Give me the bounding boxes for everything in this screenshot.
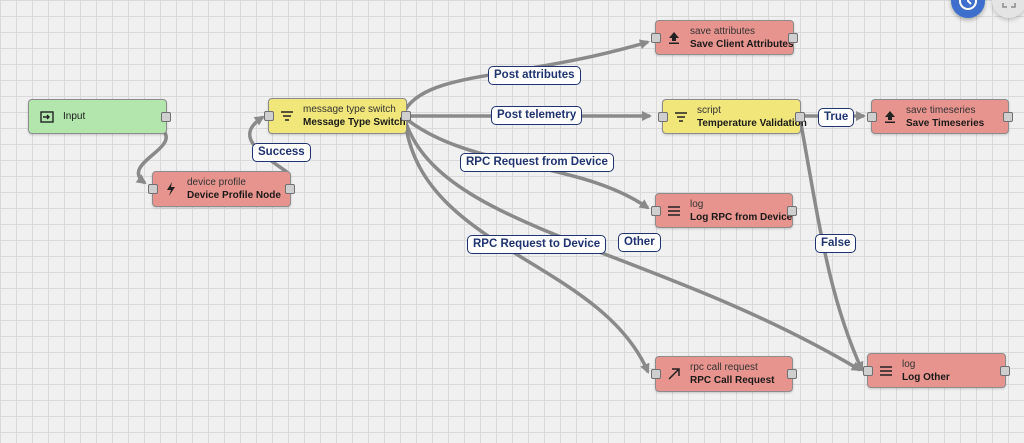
switch-in-port[interactable] bbox=[264, 111, 274, 121]
log-other-out-port[interactable] bbox=[1000, 365, 1010, 376]
script-type: script bbox=[697, 104, 721, 116]
edge-script-to-log-other bbox=[798, 117, 864, 372]
edge-label-false[interactable]: False bbox=[815, 234, 857, 253]
script-name: Temperature Validation bbox=[697, 117, 807, 129]
log-rpc-in-port[interactable] bbox=[651, 205, 661, 216]
script-node[interactable]: script Temperature Validation bbox=[658, 99, 807, 134]
log-other-in-port[interactable] bbox=[863, 365, 873, 376]
history-button[interactable] bbox=[951, 0, 985, 18]
switch-name: Message Type Switch bbox=[303, 117, 406, 128]
menu-icon bbox=[666, 203, 682, 219]
input-icon bbox=[39, 109, 55, 125]
device-profile-node[interactable]: device profile Device Profile Node bbox=[148, 171, 295, 207]
save-attributes-type: save attributes bbox=[690, 25, 756, 37]
filter-icon bbox=[673, 109, 689, 125]
flash-icon bbox=[163, 181, 179, 197]
edge-label-post-telemetry[interactable]: Post telemetry bbox=[491, 106, 583, 125]
save-timeseries-out-port[interactable] bbox=[1003, 111, 1013, 122]
log-other-type: log bbox=[902, 358, 916, 370]
save-attributes-out-port[interactable] bbox=[788, 32, 798, 43]
save-attributes-in-port[interactable] bbox=[651, 32, 661, 43]
input-node[interactable]: Input bbox=[28, 99, 171, 134]
edge-input-to-device-profile bbox=[135, 132, 168, 185]
save-timeseries-type: save timeseries bbox=[906, 104, 976, 116]
save-timeseries-name: Save Timeseries bbox=[906, 117, 985, 129]
device-profile-name: Device Profile Node bbox=[187, 190, 281, 201]
device-profile-out-port[interactable] bbox=[285, 184, 295, 194]
upload-icon bbox=[882, 109, 898, 125]
upload-icon bbox=[666, 30, 682, 46]
save-timeseries-node[interactable]: save timeseries Save Timeseries bbox=[867, 99, 1013, 134]
menu-icon bbox=[878, 363, 894, 379]
rpc-call-type: rpc call request bbox=[690, 362, 758, 373]
edge-label-rpc-from-device[interactable]: RPC Request from Device bbox=[460, 153, 614, 172]
rpc-call-in-port[interactable] bbox=[651, 369, 661, 379]
rpc-call-request-node[interactable]: rpc call request RPC Call Request bbox=[651, 356, 797, 392]
edge-label-success[interactable]: Success bbox=[252, 143, 311, 162]
log-other-node[interactable]: log Log Other bbox=[863, 353, 1010, 388]
device-profile-in-port[interactable] bbox=[148, 184, 158, 194]
rpc-call-name: RPC Call Request bbox=[690, 375, 775, 386]
edge-label-rpc-to-device[interactable]: RPC Request to Device bbox=[467, 235, 607, 254]
edge-label-post-attributes[interactable]: Post attributes bbox=[488, 66, 581, 85]
switch-type: message type switch bbox=[303, 104, 396, 115]
log-rpc-type: log bbox=[690, 198, 704, 210]
edge-device-profile-to-switch bbox=[248, 115, 288, 174]
switch-out-port[interactable] bbox=[401, 111, 411, 121]
log-rpc-name: Log RPC from Device bbox=[690, 211, 793, 223]
arrow-up-right-icon bbox=[666, 366, 682, 382]
message-type-switch-node[interactable]: message type switch Message Type Switch bbox=[264, 98, 411, 134]
save-timeseries-in-port[interactable] bbox=[867, 111, 877, 122]
log-rpc-node[interactable]: log Log RPC from Device bbox=[651, 193, 797, 228]
rpc-call-out-port[interactable] bbox=[787, 369, 797, 379]
edge-label-true[interactable]: True bbox=[818, 108, 855, 127]
device-profile-type: device profile bbox=[187, 177, 246, 188]
input-node-out-port[interactable] bbox=[161, 111, 171, 122]
fullscreen-icon bbox=[1002, 3, 1016, 8]
save-attributes-node[interactable]: save attributes Save Client Attributes bbox=[651, 20, 798, 55]
save-attributes-name: Save Client Attributes bbox=[690, 38, 794, 50]
log-rpc-out-port[interactable] bbox=[787, 205, 797, 216]
input-node-name: Input bbox=[63, 111, 86, 122]
fullscreen-button[interactable] bbox=[992, 0, 1024, 18]
history-icon bbox=[959, 0, 977, 10]
script-in-port[interactable] bbox=[658, 111, 668, 122]
edge-label-other[interactable]: Other bbox=[618, 233, 661, 252]
filter-icon bbox=[279, 108, 295, 124]
script-out-port[interactable] bbox=[795, 111, 805, 122]
log-other-name: Log Other bbox=[902, 371, 950, 383]
